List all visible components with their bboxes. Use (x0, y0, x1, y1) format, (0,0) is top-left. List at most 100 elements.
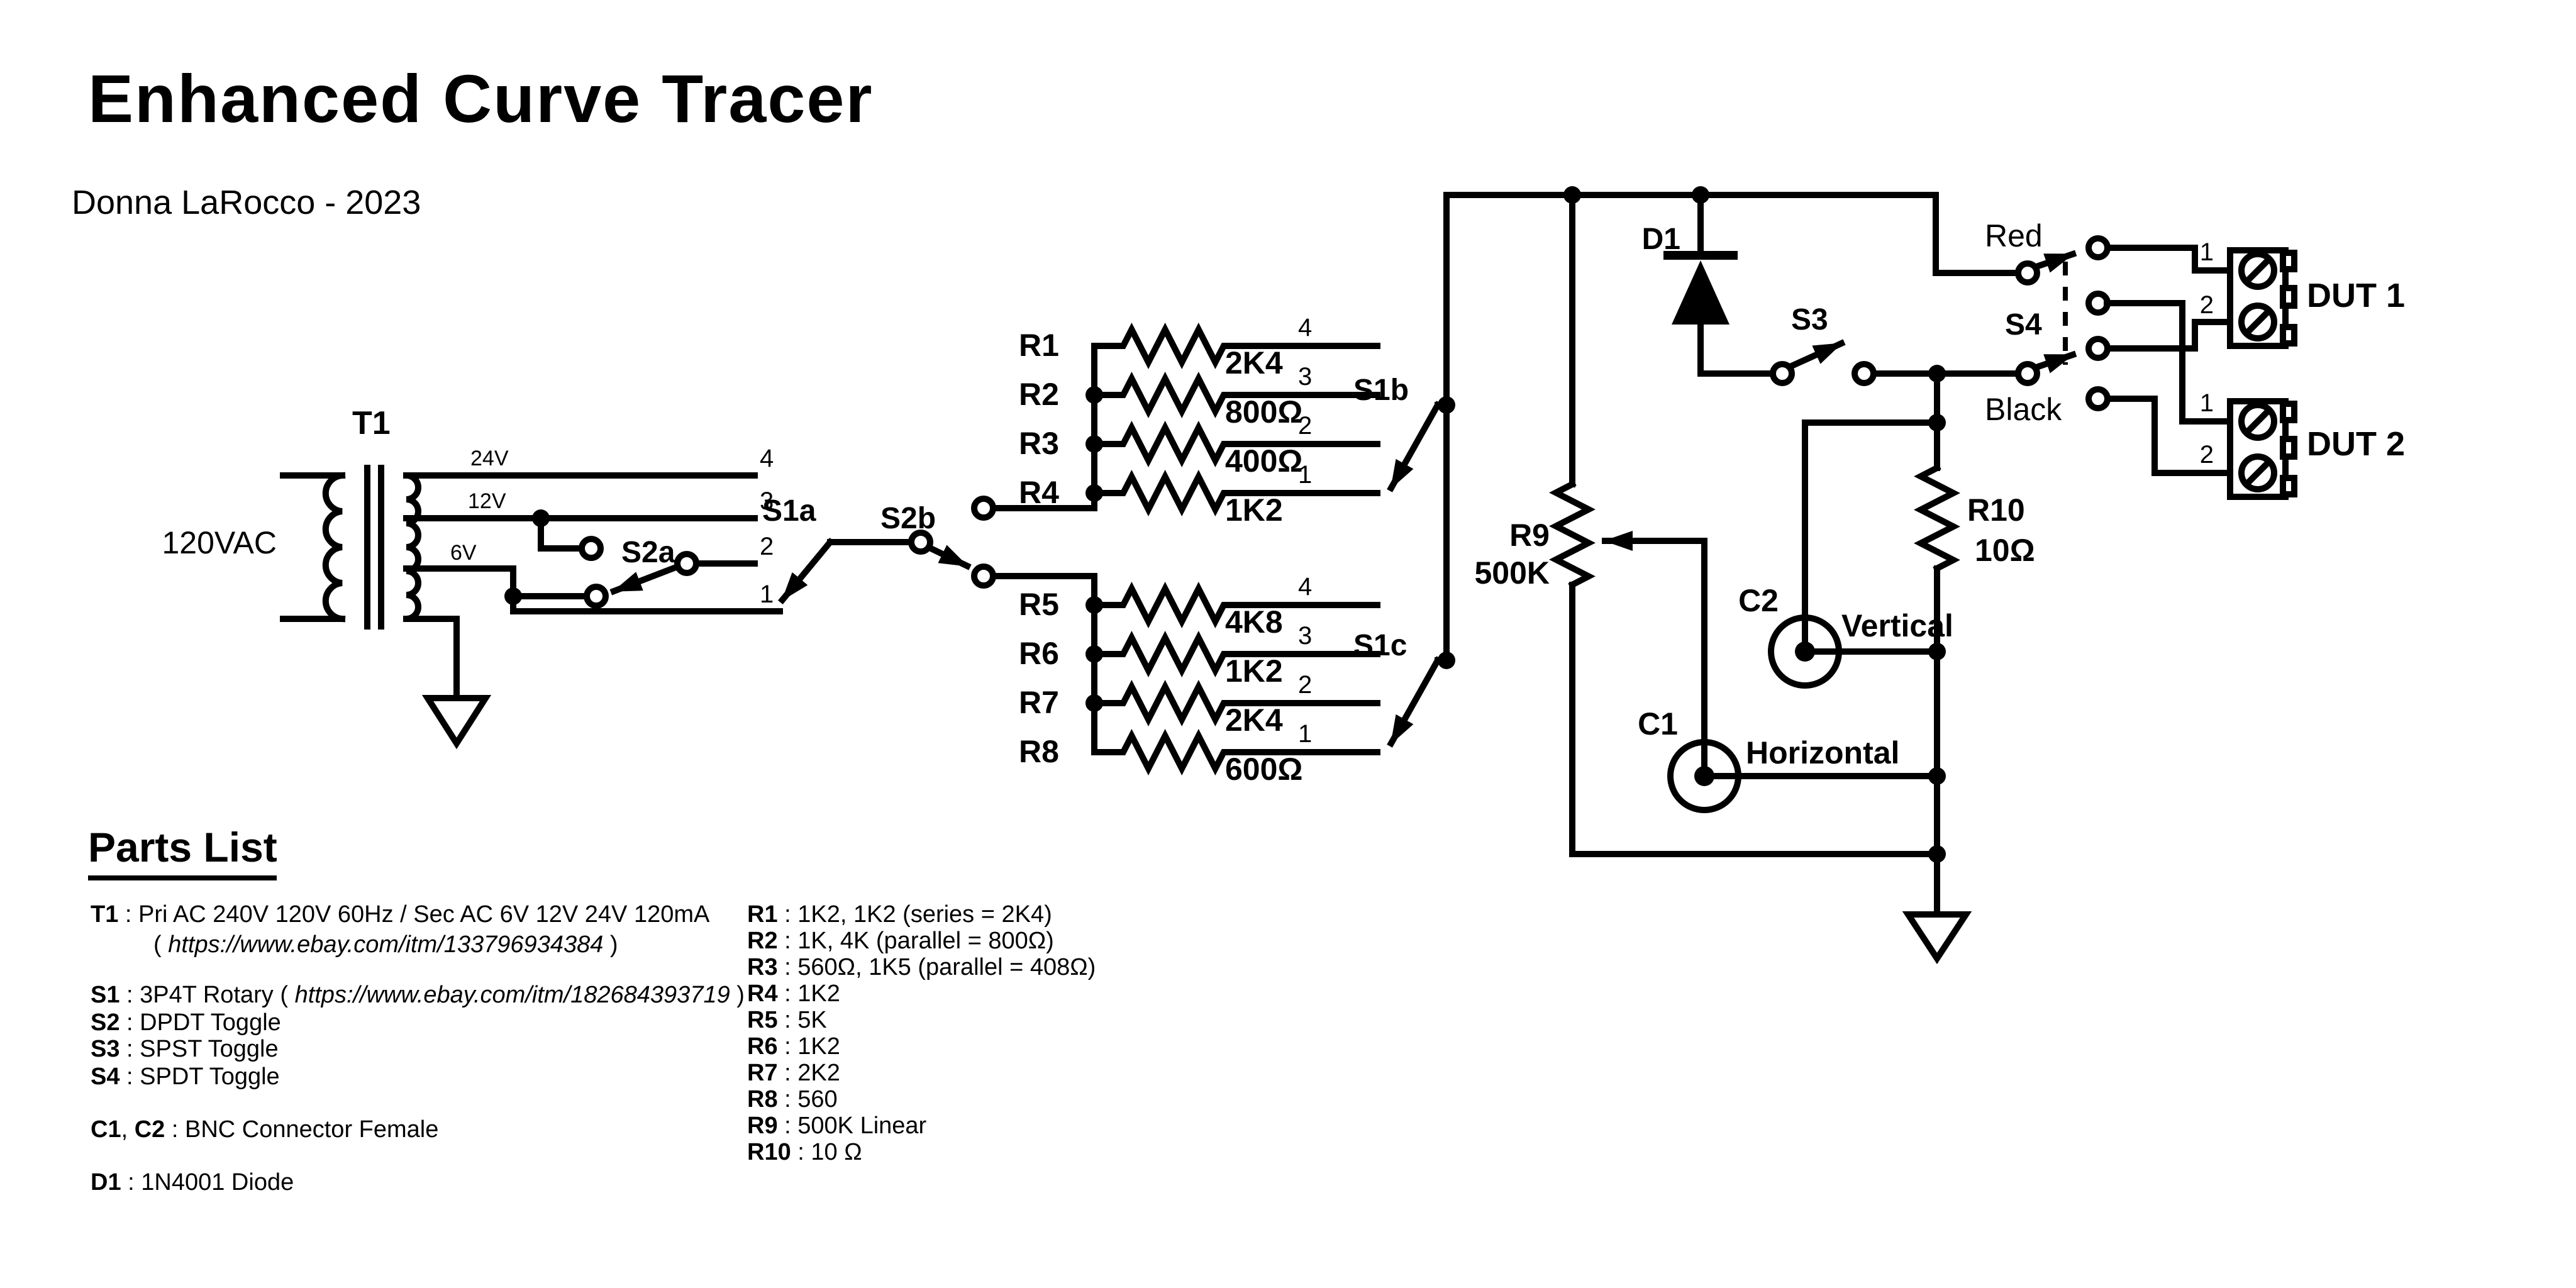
s4-contact-dut2-2 (2085, 386, 2111, 411)
dut1-terminal-block (2227, 247, 2297, 349)
part-desc: : SPST Toggle (119, 1036, 279, 1063)
junction (1438, 652, 1455, 669)
label-dut2: DUT 2 (2307, 425, 2405, 463)
s4-contact-dut1-2 (2085, 336, 2111, 361)
parts-list-c1c2: C1, C2 : BNC Connector Female (91, 1117, 438, 1145)
pin-r5: 4 (1298, 573, 1312, 601)
junction (1085, 484, 1103, 502)
ref-r7: R7 (1019, 685, 1059, 720)
part-key: R4 (747, 981, 778, 1008)
label-t1: T1 (352, 405, 391, 441)
c2-center-wire (1802, 419, 1940, 655)
secondary-winding (402, 472, 421, 623)
value-r3: 400Ω (1225, 443, 1303, 479)
switch-s1b-s1c (1387, 192, 1455, 748)
s4-lower-wiper (2032, 350, 2077, 374)
pin-r4: 1 (1298, 461, 1312, 489)
ref-r2: R2 (1019, 377, 1059, 412)
parts-list-s1: S1 : 3P4T Rotary ( https://www.ebay.com/… (91, 982, 745, 1010)
s2b-contact-upper (971, 496, 996, 521)
tab (2280, 250, 2297, 272)
d1-diode-triangle (1672, 260, 1729, 325)
value-r10: 10Ω (1975, 533, 2035, 568)
switch-s3 (1770, 339, 2021, 386)
label-12v: 12V (468, 489, 506, 513)
label-red: Red (1985, 218, 2043, 253)
s2a-contact-6v (584, 584, 609, 609)
s1c-wiper (1387, 656, 1442, 748)
dut1-pin-1: 1 (2200, 238, 2214, 266)
value-r5: 4K8 (1225, 604, 1283, 640)
part-key: R5 (747, 1008, 778, 1034)
secondary-ground-wire (403, 616, 460, 700)
pin-r2: 3 (1298, 363, 1312, 391)
pin-r1: 4 (1298, 314, 1312, 341)
ref-r6: R6 (1019, 636, 1059, 671)
junction (1085, 694, 1103, 712)
s2b-common (908, 530, 933, 555)
resistor-r5 (1091, 582, 1380, 628)
label-horizontal: Horizontal (1746, 735, 1899, 770)
resistor-bank-upper (1085, 323, 1380, 516)
junction (1438, 396, 1455, 414)
part-desc: : 2K2 (777, 1060, 840, 1087)
s4-lower-pivot (2015, 361, 2040, 386)
value-r7: 2K4 (1225, 702, 1283, 738)
s4-contact-dut1-1 (2085, 235, 2111, 260)
part-key: S3 (91, 1036, 120, 1063)
s1a-pin-3: 3 (760, 487, 774, 515)
ref-r4: R4 (1019, 475, 1059, 510)
label-r9: R9 (1509, 518, 1550, 553)
label-black: Black (1985, 392, 2062, 427)
label-s3: S3 (1791, 303, 1828, 336)
c2-center-pin (1795, 641, 1815, 662)
ground-symbol-left (421, 695, 492, 750)
part-key: R7 (747, 1060, 778, 1087)
label-s4: S4 (2005, 308, 2042, 341)
switch-s2a (510, 515, 699, 609)
part-key: T1 (91, 902, 119, 928)
value-r1: 2K4 (1225, 345, 1283, 380)
paren: ) (603, 932, 618, 958)
s2a-contact-12v (579, 536, 604, 561)
part-key: R1 (747, 902, 778, 928)
resistor-r9 (1549, 480, 1596, 589)
part-desc: : DPDT Toggle (119, 1010, 281, 1036)
part-key: R9 (747, 1113, 778, 1140)
part-key: D1 (91, 1170, 121, 1196)
part-desc: : Pri AC 240V 120V 60Hz / Sec AC 6V 12V … (118, 902, 710, 928)
ref-r8: R8 (1019, 734, 1059, 769)
ground-symbol-right (1902, 911, 1972, 965)
value-r8: 600Ω (1225, 752, 1303, 787)
parts-list-s4: S4 : SPDT Toggle (91, 1064, 280, 1092)
s1a-pin-1: 1 (760, 580, 774, 608)
parts-list-r10: R10 : 10 Ω (747, 1140, 862, 1167)
parts-list-d1: D1 : 1N4001 Diode (91, 1170, 294, 1197)
label-c1: C1 (1638, 706, 1678, 741)
label-d1: D1 (1642, 223, 1680, 256)
ref-r3: R3 (1019, 426, 1059, 461)
part-desc: : 1K, 4K (parallel = 800Ω) (777, 928, 1054, 955)
secondary-taps (403, 472, 783, 750)
part-url: https://www.ebay.com/itm/133796934384 (168, 932, 604, 958)
page-title: Enhanced Curve Tracer (88, 62, 874, 137)
label-s1b: S1b (1353, 374, 1409, 407)
s2a-pivot (674, 551, 699, 576)
junction (1928, 767, 1946, 785)
label-dut1: DUT 1 (2307, 277, 2405, 314)
part-key: R2 (747, 928, 778, 955)
dut2-pin-2: 2 (2200, 441, 2214, 469)
paren: ) (730, 982, 745, 1009)
part-key: R6 (747, 1034, 778, 1060)
screw-slot (2243, 458, 2273, 488)
label-s2a: S2a (621, 536, 675, 569)
rail-1 (510, 565, 783, 614)
s1a-pin-2: 2 (760, 533, 774, 560)
part-desc: : BNC Connector Female (165, 1117, 439, 1143)
part-desc: : 1K2 (777, 981, 840, 1008)
label-vertical: Vertical (1841, 608, 1953, 643)
pin-r6: 3 (1298, 622, 1312, 650)
switch-s4 (2015, 235, 2233, 476)
